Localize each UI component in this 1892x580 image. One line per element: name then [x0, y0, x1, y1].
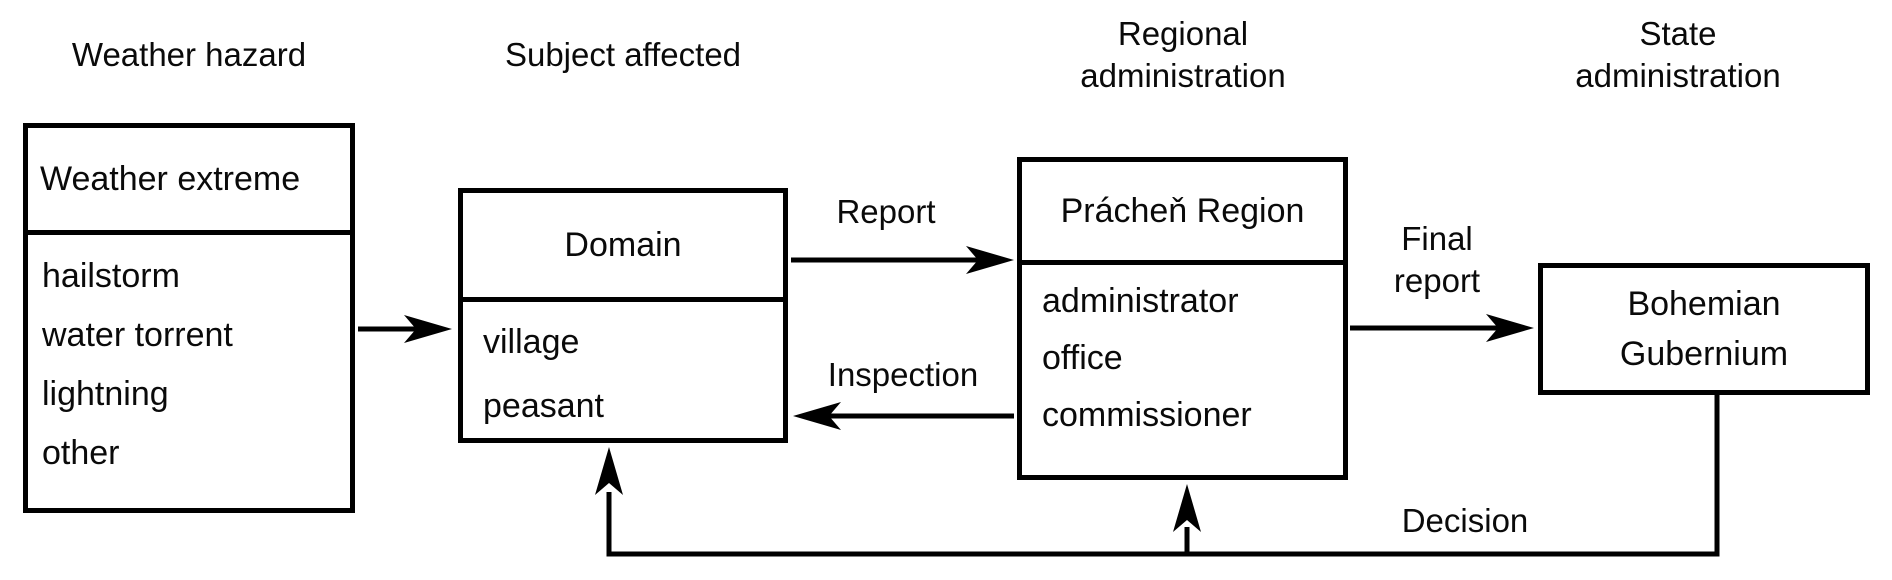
column-header-state-administration: State administration — [1575, 15, 1781, 94]
list-item: other — [42, 434, 120, 472]
decision-arrowhead-to-regional-icon — [1173, 484, 1201, 532]
box-prachen-region-list: administrator office commissioner — [1022, 265, 1343, 444]
box-domain-list: village peasant — [463, 302, 783, 438]
list-item: commissioner — [1042, 396, 1252, 434]
box-prachen-region: Prácheň Region administrator office comm… — [1017, 157, 1348, 480]
column-header-subject-affected: Subject affected — [504, 36, 742, 73]
list-item: village — [483, 323, 580, 361]
column-header-regional-administration: Regional administration — [1080, 15, 1286, 94]
box-bohemian-gubernium-title: Bohemian Gubernium — [1619, 285, 1789, 373]
report-label: Report — [836, 193, 936, 230]
list-item: water torrent — [42, 316, 233, 354]
box-bohemian-gubernium: Bohemian Gubernium — [1538, 263, 1870, 395]
list-item: lightning — [42, 375, 169, 413]
decision-label: Decision — [1401, 502, 1529, 539]
list-item: administrator — [1042, 282, 1239, 320]
column-header-weather-hazard: Weather hazard — [71, 36, 307, 73]
list-item: hailstorm — [42, 257, 180, 295]
box-weather-extreme: Weather extreme hailstorm water torrent … — [23, 123, 355, 513]
box-prachen-region-title: Prácheň Region — [1022, 162, 1343, 265]
box-domain: Domain village peasant — [458, 188, 788, 443]
report-arrowhead-icon — [966, 246, 1014, 274]
decision-connector-line — [606, 395, 1720, 557]
box-domain-title: Domain — [463, 193, 783, 302]
inspection-arrowhead-icon — [793, 402, 841, 430]
list-item: peasant — [483, 387, 604, 425]
decision-arrowhead-to-subject-icon — [595, 447, 623, 495]
inspection-label: Inspection — [827, 356, 979, 393]
final-report-label: Final report — [1393, 220, 1481, 299]
box-weather-extreme-title: Weather extreme — [28, 128, 350, 235]
hazard-to-subject-arrowhead-icon — [404, 315, 452, 343]
box-weather-extreme-list: hailstorm water torrent lightning other — [28, 235, 350, 483]
final-report-arrowhead-icon — [1486, 314, 1534, 342]
list-item: office — [1042, 339, 1123, 377]
